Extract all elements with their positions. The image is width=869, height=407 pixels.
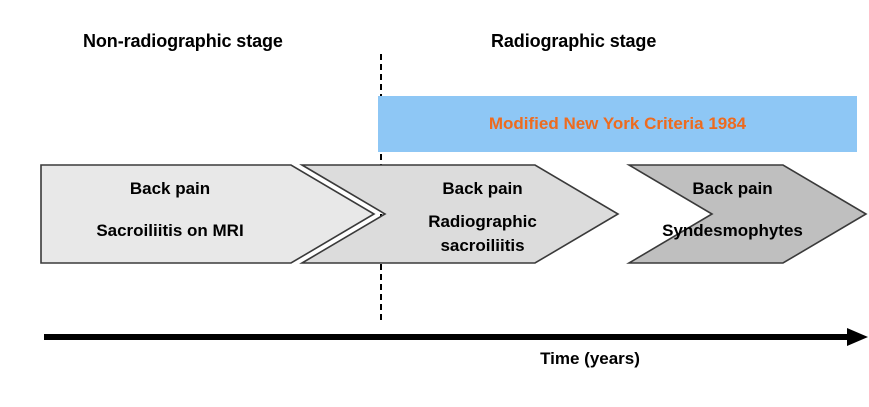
- stage-2-text-line-2: Radiographic: [428, 212, 537, 231]
- stage-1-text-line-2: Sacroiliitis on MRI: [96, 221, 244, 240]
- chevron-arrows-svg: [40, 164, 868, 264]
- chevron-stage-3-shape: [626, 164, 868, 264]
- modified-new-york-criteria-banner: Modified New York Criteria 1984: [378, 96, 857, 152]
- stage-3-text-line-2: Syndesmophytes: [662, 221, 803, 240]
- stage-1-text-line-1: Back pain: [129, 179, 211, 198]
- disease-progression-chevrons: [0, 160, 869, 275]
- time-axis-arrow: [44, 326, 868, 348]
- time-axis-label: Time (years): [540, 349, 640, 368]
- chevron-stage-1-shape: [40, 164, 376, 264]
- heading-non-radiographic-stage: Non-radiographic stage: [83, 31, 283, 51]
- stage-2-text-line-3: sacroiliitis: [440, 236, 525, 255]
- heading-radiographic-stage: Radiographic stage: [491, 31, 657, 51]
- stage-2-text-line-1: Back pain: [442, 179, 523, 198]
- time-arrow-icon: [44, 328, 868, 346]
- stage-3-text-line-1: Back pain: [692, 179, 773, 198]
- chevron-stage-2-shape: [299, 164, 620, 264]
- criteria-banner-label: Modified New York Criteria 1984: [488, 114, 747, 133]
